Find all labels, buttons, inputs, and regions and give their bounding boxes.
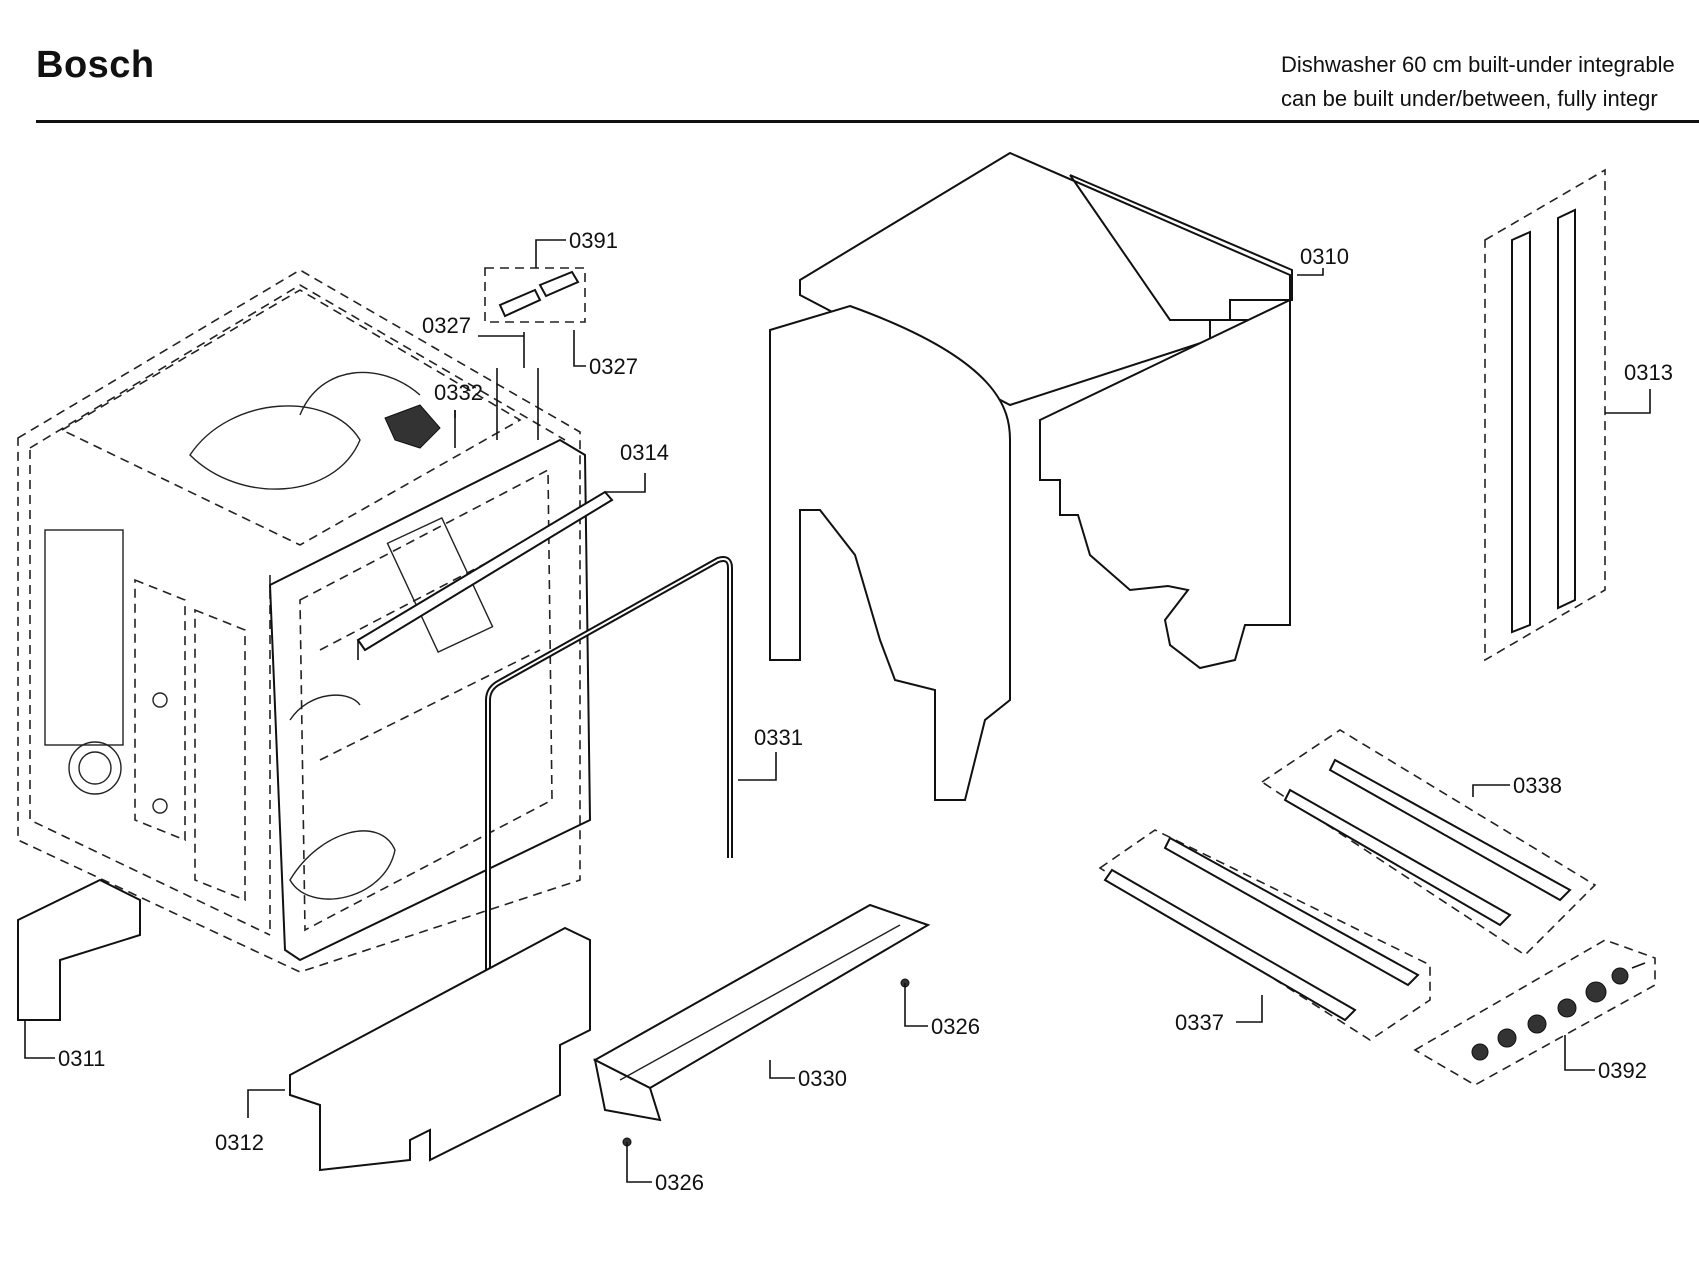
part-0392-hardware — [1413, 939, 1656, 1086]
callout-0314: 0314 — [620, 440, 669, 465]
part-0311-insulation — [17, 878, 141, 1021]
callout-0391: 0391 — [569, 228, 618, 253]
description-line-2: can be built under/between, fully integr — [1281, 86, 1658, 111]
callout-0312: 0312 — [215, 1130, 264, 1155]
header-divider — [36, 120, 1699, 123]
callout-0332: 0332 — [434, 380, 483, 405]
callout-0392: 0392 — [1598, 1058, 1647, 1083]
part-0310-blanket — [769, 151, 1293, 801]
callout-0310: 0310 — [1300, 244, 1349, 269]
part-0330-rail — [592, 903, 931, 1155]
model-description: Dishwasher 60 cm built-under integrable … — [1281, 48, 1675, 116]
leader-lines — [24, 239, 1651, 1183]
callout-0338: 0338 — [1513, 773, 1562, 798]
part-0314-strip — [356, 490, 614, 660]
tub-assembly — [17, 269, 592, 973]
callout-0327-right: 0327 — [589, 354, 638, 379]
part-0313-side-strips — [1484, 168, 1606, 662]
callout-0330: 0330 — [798, 1066, 847, 1091]
callout-0311: 0311 — [58, 1046, 105, 1071]
part-0332-hinge — [384, 368, 539, 449]
callout-0331: 0331 — [754, 725, 803, 750]
part-0338-rails — [1260, 729, 1597, 957]
callout-0327-left: 0327 — [422, 313, 471, 338]
part-0391-bracket — [484, 267, 586, 368]
description-line-1: Dishwasher 60 cm built-under integrable — [1281, 52, 1675, 77]
part-0337-rails — [1098, 829, 1431, 1041]
callout-0326-upper: 0326 — [931, 1014, 980, 1039]
callout-0326-lower: 0326 — [655, 1170, 704, 1195]
part-0331-seal — [485, 556, 733, 1000]
callout-0313: 0313 — [1624, 360, 1673, 385]
part-0312-panel — [289, 926, 591, 1172]
brand-title: Bosch — [36, 44, 155, 86]
callout-0337: 0337 — [1175, 1010, 1224, 1035]
